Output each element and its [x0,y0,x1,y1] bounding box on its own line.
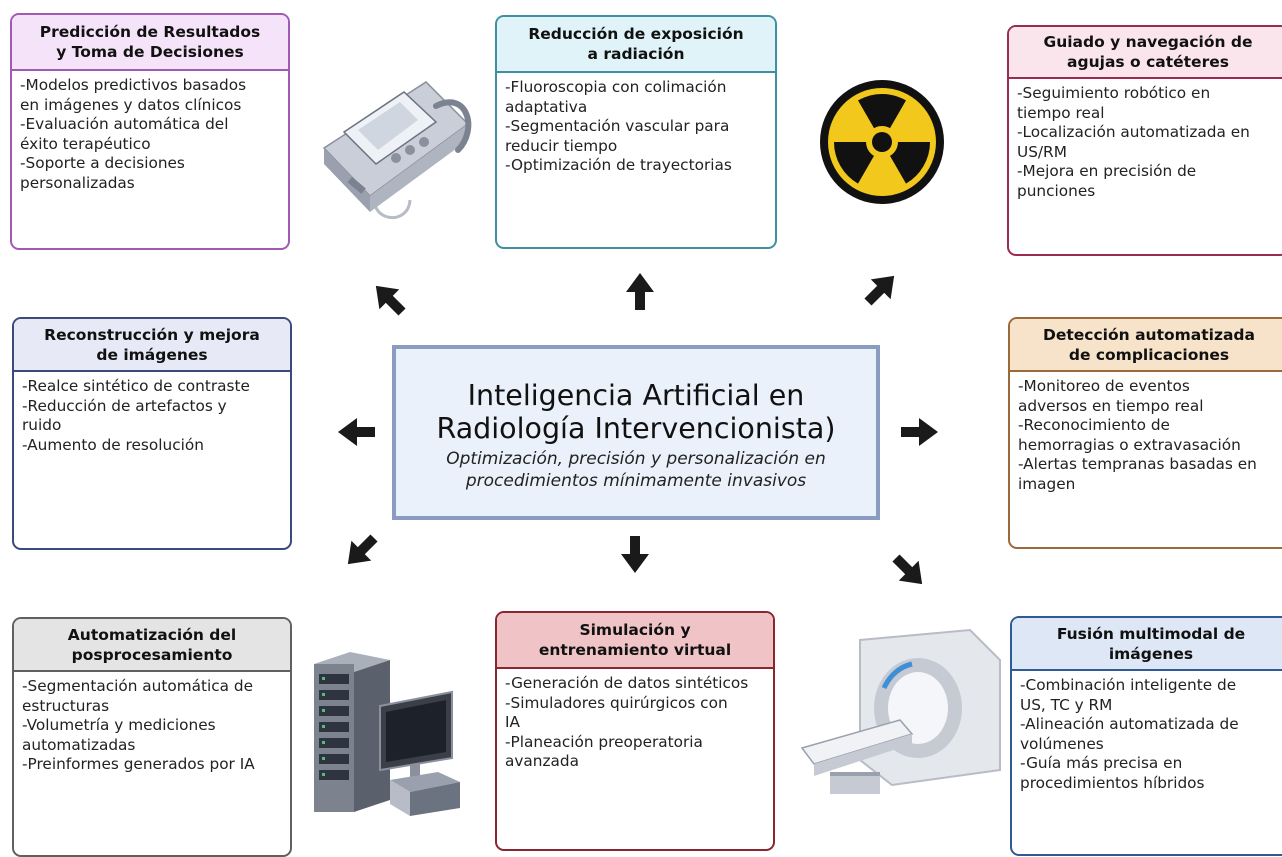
box-radiacion: Reducción de exposición a radiación -Flu… [495,15,777,249]
box-guiado: Guiado y navegación de agujas o catétere… [1007,25,1282,256]
box-complicaciones-title: Detección automatizada de complicaciones [1010,319,1282,372]
arrow-down-left-shaft [356,534,378,556]
list-item: -Optimización de trayectorias [505,156,732,174]
list-item: -Aumento de resolución [22,435,204,454]
arrow-up-left-head [375,285,400,310]
arrow-right-head [919,418,938,446]
list-item: -Generación de datos sintéticos [505,674,749,692]
box-reconstruccion-list: -Realce sintético de contraste -Reducció… [14,372,290,455]
arrow-up-shaft [635,290,645,310]
list-item: -Preinformes generados por IA [22,755,255,773]
box-simulacion-title: Simulación y entrenamiento virtual [497,613,773,669]
box-automatizacion-title: Automatización del posprocesamiento [14,619,290,672]
arrow-down-left-head [347,540,372,565]
arrow-up-icon [626,273,654,310]
arrow-down-right-icon [892,554,923,585]
arrow-up-right-shaft [864,284,886,306]
arrow-left-head [338,418,357,446]
list-item: -Realce sintético de contraste [22,377,250,395]
arrow-left-shaft [355,427,375,437]
arrow-up-left-shaft [384,294,406,316]
arrow-down-head [621,554,649,573]
arrow-up-left-icon [375,285,406,316]
arrow-left-icon [338,418,375,446]
box-prediccion: Predicción de Resultados y Toma de Decis… [10,13,290,250]
arrow-down-shaft [630,536,640,556]
box-automatizacion: Automatización del posprocesamiento -Seg… [12,617,292,857]
central-subtitle: Optimización, precisión y personalizació… [446,449,826,491]
radiation-symbol-icon [820,80,944,204]
arrow-up-head [626,273,654,292]
arrow-down-right-head [898,560,923,585]
box-radiacion-title: Reducción de exposición a radiación [497,17,775,73]
server-workstation-icon [314,652,460,816]
central-title: Inteligencia Artificial en Radiología In… [436,379,836,445]
ultrasound-device-icon [322,81,472,220]
mri-scanner-icon [800,628,1001,794]
arrow-up-right-head [870,275,895,300]
arrow-down-right-shaft [892,554,914,576]
box-reconstruccion-title: Reconstrucción y mejora de imágenes [14,319,290,372]
arrow-right-icon [901,418,938,446]
box-reconstruccion: Reconstrucción y mejora de imágenes -Rea… [12,317,292,550]
box-fusion: Fusión multimodal de imágenes -Combinaci… [1010,616,1282,856]
box-simulacion: Simulación y entrenamiento virtual -Gene… [495,611,775,851]
box-prediccion-title: Predicción de Resultados y Toma de Decis… [12,15,288,71]
box-fusion-title: Fusión multimodal de imágenes [1012,618,1282,671]
central-concept-box: Inteligencia Artificial en Radiología In… [392,345,880,520]
arrow-down-left-icon [347,534,378,565]
arrow-up-right-icon [864,275,895,306]
arrow-down-icon [621,536,649,573]
box-complicaciones: Detección automatizada de complicaciones… [1008,317,1282,549]
box-simulacion-list: -Generación de datos sintéticos -Simulad… [497,669,773,772]
arrow-right-shaft [901,427,921,437]
box-guiado-title: Guiado y navegación de agujas o catétere… [1009,27,1282,79]
